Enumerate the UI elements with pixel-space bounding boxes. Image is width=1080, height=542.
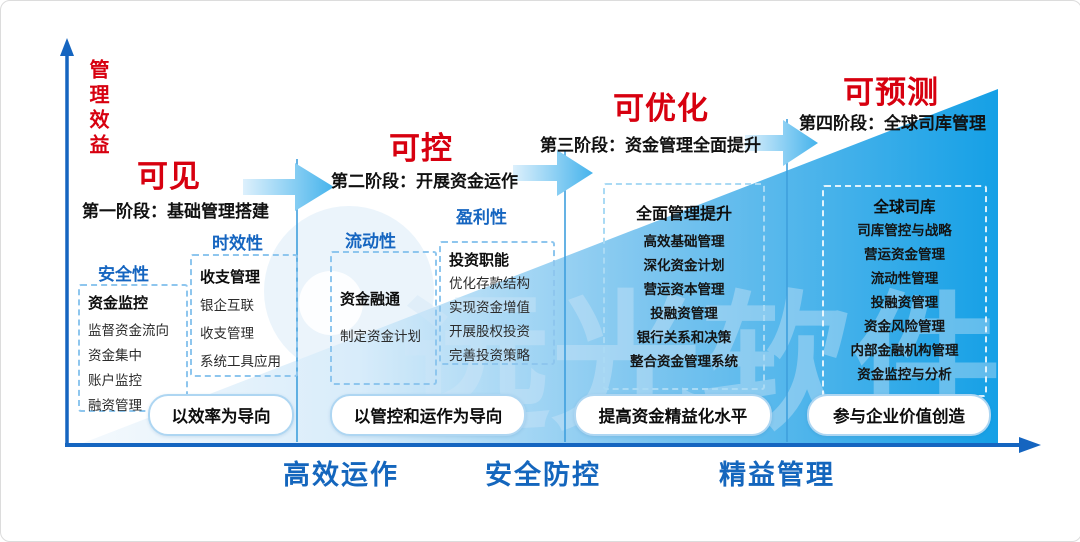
stage4-box: 全球司库 司库管控与战略 营运资金管理 流动性管理 投融资管理 资金风险管理 内…	[822, 185, 987, 397]
bottom-label-lean-management: 精益管理	[719, 460, 835, 490]
box-item: 司库管控与战略	[857, 223, 952, 238]
maturity-wedge	[83, 89, 998, 443]
stage1-dimension1-label: 安全性	[98, 265, 149, 284]
bottom-label-security-control: 安全防控	[485, 460, 601, 490]
box-item: 高效基础管理	[643, 233, 725, 249]
stage3-box: 全面管理提升 高效基础管理 深化资金计划 营运资本管理 投融资管理 银行关系和决…	[603, 183, 765, 390]
box-item: 资金监控与分析	[857, 367, 952, 382]
box-item: 资金集中	[88, 348, 142, 363]
box-header: 全面管理提升	[635, 205, 732, 223]
stage2-dimension1-box: 资金融通 制定资金计划	[330, 251, 437, 385]
box-item: 银企互联	[200, 298, 254, 313]
y-axis-arrowhead-icon	[60, 38, 74, 56]
box-item: 投融资管理	[870, 295, 939, 310]
box-item: 优化存款结构	[449, 276, 530, 291]
box-item: 收支管理	[200, 326, 254, 341]
box-item: 系统工具应用	[200, 354, 281, 369]
box-header: 资金融通	[340, 290, 401, 308]
box-item: 融资管理	[88, 398, 142, 413]
stage2-dimension2-box: 投资职能 优化存款结构 实现资金增值 开展股权投资 完善投资策略	[439, 241, 555, 365]
box-item: 制定资金计划	[340, 328, 421, 344]
stage3-title: 可优化	[613, 91, 709, 126]
stage2-title: 可控	[389, 131, 453, 166]
box-header: 资金监控	[88, 295, 149, 312]
stage1-dimension2-label: 时效性	[212, 234, 263, 253]
box-item: 流动性管理	[870, 271, 939, 286]
stage-transition-arrow-3	[745, 120, 818, 166]
stage-transition-arrow-2	[513, 150, 593, 196]
stage1-dimension2-box: 收支管理 银企互联 收支管理 系统工具应用	[190, 254, 298, 377]
box-header: 全球司库	[873, 199, 936, 216]
box-item: 营运资本管理	[643, 281, 725, 297]
stage4-orientation-pill: 参与企业价值创造	[807, 394, 991, 436]
stage1-dimension1-box: 资金监控 监督资金流向 资金集中 账户监控 融资管理	[78, 284, 188, 413]
stage2-orientation-pill: 以管控和运作为导向	[330, 394, 526, 436]
bottom-label-efficient-operation: 高效运作	[283, 460, 399, 490]
box-item: 实现资金增值	[449, 300, 530, 315]
stage1-orientation-pill: 以效率为导向	[148, 394, 294, 436]
box-header: 投资职能	[449, 252, 510, 269]
stage2-dimension1-label: 流动性	[345, 232, 396, 251]
stage1-title: 可见	[137, 159, 201, 194]
stage-transition-arrow-1	[243, 163, 334, 211]
box-item: 深化资金计划	[643, 257, 725, 273]
stage3-subtitle: 第三阶段：资金管理全面提升	[540, 136, 761, 155]
stage3-orientation-pill: 提高资金精益化水平	[574, 394, 772, 436]
box-item: 银行关系和决策	[636, 329, 732, 345]
box-item: 整合资金管理系统	[630, 353, 738, 369]
box-item: 投融资管理	[650, 305, 718, 321]
box-item: 监督资金流向	[88, 323, 169, 338]
stage4-title: 可预测	[843, 75, 939, 110]
stage2-dimension2-label: 盈利性	[456, 208, 507, 227]
box-header: 收支管理	[200, 269, 261, 286]
y-axis-label: 管理效益	[86, 59, 108, 159]
stage1-subtitle: 第一阶段：基础管理搭建	[82, 202, 269, 221]
stage4-subtitle: 第四阶段：全球司库管理	[799, 114, 986, 133]
stage2-subtitle: 第二阶段：开展资金运作	[331, 172, 518, 191]
box-item: 营运资金管理	[864, 247, 945, 262]
box-item: 内部金融机构管理	[850, 343, 959, 358]
box-item: 账户监控	[88, 373, 142, 388]
x-axis-arrowhead-icon	[1019, 437, 1041, 453]
box-item: 资金风险管理	[864, 319, 945, 334]
box-item: 完善投资策略	[449, 348, 530, 363]
box-item: 开展股权投资	[449, 324, 530, 339]
